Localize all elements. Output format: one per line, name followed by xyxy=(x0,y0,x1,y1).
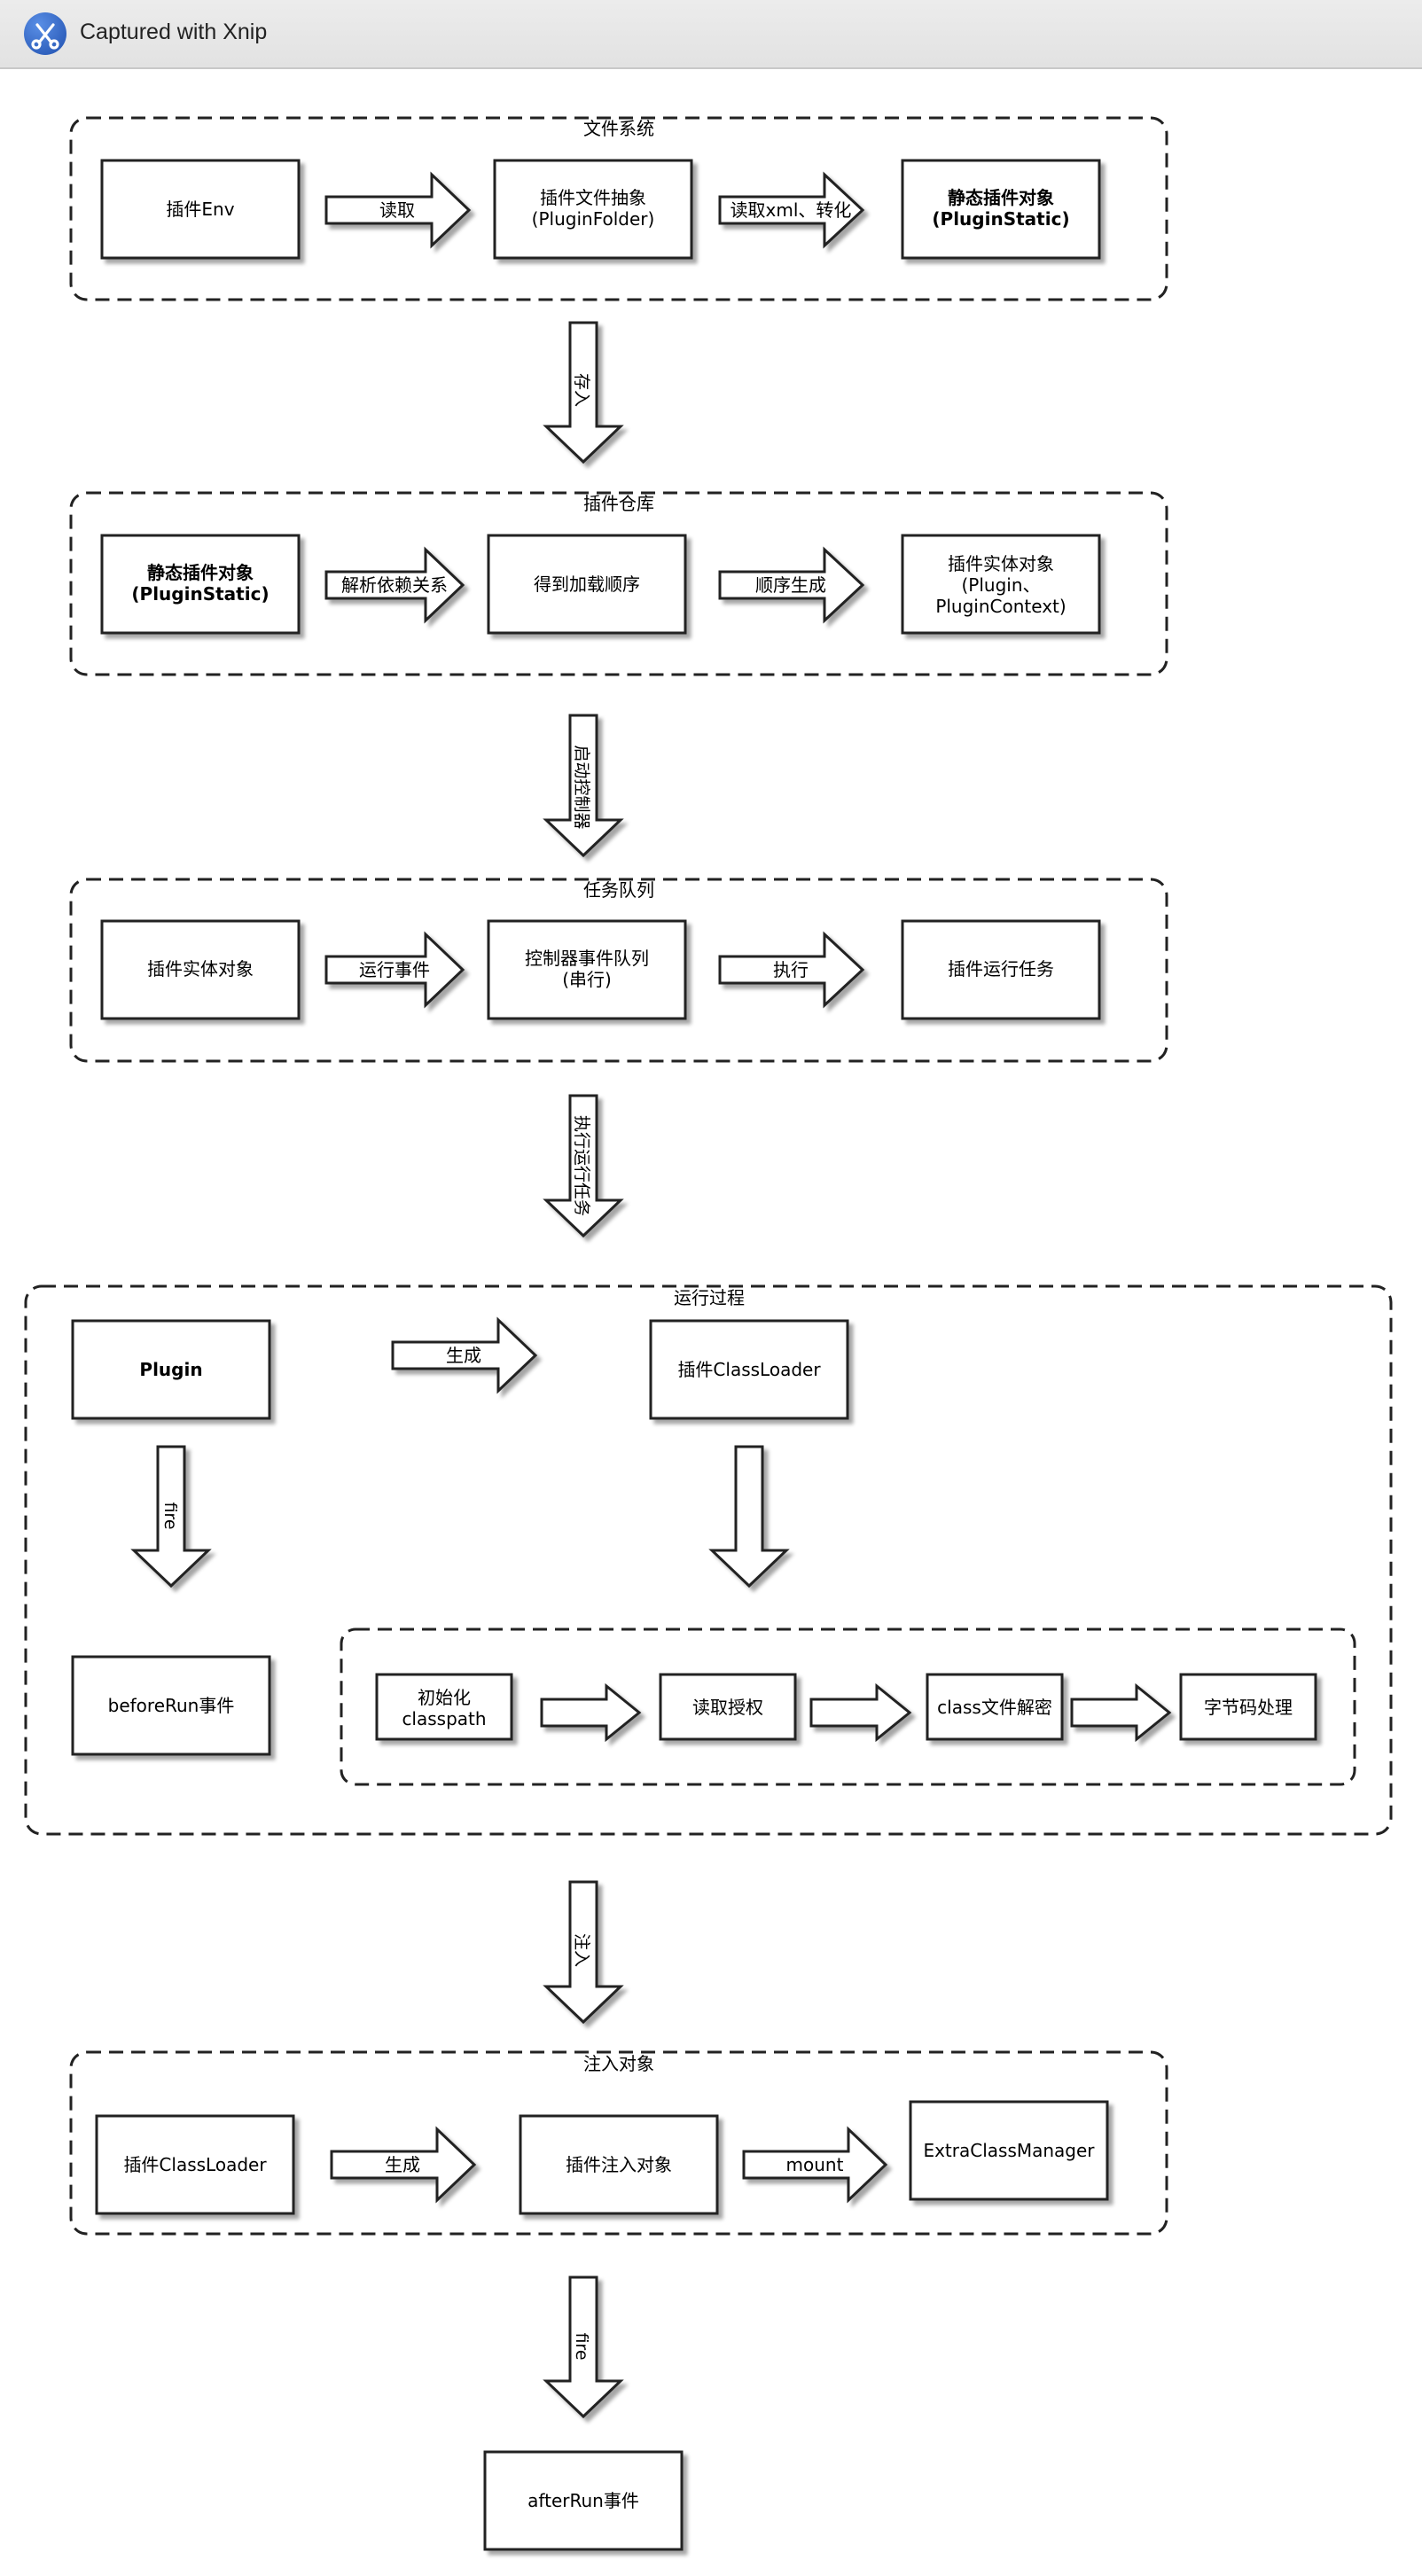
box-plugin-classloader-a xyxy=(649,1319,849,1420)
arrow-execute xyxy=(718,931,865,1009)
group-task-queue xyxy=(69,878,1168,1063)
arrow-fire-after-run-label: fire xyxy=(572,2332,591,2360)
arrow-mount xyxy=(742,2126,888,2204)
arrow-fire-before-run xyxy=(130,1445,212,1589)
arrow-exec-run-task-label: 执行运行任务 xyxy=(572,1115,591,1216)
arrow-run-event xyxy=(324,931,465,1009)
arrow-step-3 xyxy=(1070,1682,1172,1743)
box-plugin xyxy=(71,1319,271,1420)
box-static-object-a-label-line2: (PluginStatic) xyxy=(932,208,1069,230)
box-plugin-env-label: 插件Env xyxy=(166,199,234,220)
arrow-execute-label: 执行 xyxy=(773,959,809,980)
box-bytecode-label: 字节码处理 xyxy=(1204,1697,1293,1718)
arrow-step-2 xyxy=(809,1682,912,1743)
group-inject-object xyxy=(69,2050,1168,2236)
box-init-classpath-label-line2: classpath xyxy=(402,1708,486,1729)
box-plugin-label: Plugin xyxy=(139,1359,202,1380)
arrow-generate-classloader xyxy=(391,1316,538,1394)
box-controller-queue-label-line2: (串行) xyxy=(562,969,612,990)
box-entity-object xyxy=(100,919,301,1020)
arrow-inject-label: 注入 xyxy=(572,1933,591,1967)
arrow-store xyxy=(543,321,624,464)
arrow-generate-inject-label: 生成 xyxy=(385,2154,420,2175)
arrow-inject xyxy=(543,1880,624,2025)
box-before-run-event-label: beforeRun事件 xyxy=(108,1695,235,1716)
box-read-auth xyxy=(659,1673,797,1741)
arrow-parse-deps xyxy=(324,546,465,624)
box-class-decrypt-label: class文件解密 xyxy=(937,1697,1052,1718)
arrow-read-label: 读取 xyxy=(379,199,415,221)
group-run-process xyxy=(24,1284,1393,1836)
box-read-auth-label: 读取授权 xyxy=(692,1697,763,1718)
box-static-object-b xyxy=(100,534,301,635)
box-plugin-classloader-b-label: 插件ClassLoader xyxy=(123,2154,267,2175)
box-static-object-b-label-line2: (PluginStatic) xyxy=(131,583,269,605)
box-class-decrypt xyxy=(926,1673,1064,1741)
box-static-object-b-label-line1: 静态插件对象 xyxy=(147,562,254,583)
box-plugin-folder xyxy=(493,159,693,260)
xnip-scissors-icon xyxy=(24,12,66,55)
arrow-start-controller-label: 启动控制器 xyxy=(572,745,591,829)
box-plugin-folder-label-line1: 插件文件抽象 xyxy=(540,187,646,208)
box-init-classpath xyxy=(375,1673,513,1741)
box-after-run-event xyxy=(483,2450,684,2551)
group-label-file-system: 文件系统 xyxy=(583,118,654,139)
box-before-run-event xyxy=(71,1655,271,1756)
arrow-generate-inject xyxy=(330,2126,477,2204)
window-title: Captured with Xnip xyxy=(80,20,268,44)
box-run-task xyxy=(901,919,1101,1020)
box-static-object-a-label-line1: 静态插件对象 xyxy=(948,187,1054,208)
arrow-order-gen-label: 顺序生成 xyxy=(755,574,826,596)
arrow-parse-deps-label: 解析依赖关系 xyxy=(341,574,448,596)
arrow-fire-after-run xyxy=(543,2275,624,2419)
group-label-plugin-repo: 插件仓库 xyxy=(583,493,654,514)
group-label-task-queue: 任务队列 xyxy=(583,879,654,901)
arrow-run-event-label: 运行事件 xyxy=(359,959,430,980)
box-controller-queue-label-line1: 控制器事件队列 xyxy=(525,948,649,969)
arrow-mount-label: mount xyxy=(786,2154,844,2175)
group-file-system xyxy=(69,116,1168,301)
group-label-run-process: 运行过程 xyxy=(674,1287,745,1308)
group-classloader-steps xyxy=(340,1628,1356,1786)
arrow-read-xml-label: 读取xml、转化 xyxy=(731,199,852,221)
box-plugin-entity-label-line3: PluginContext) xyxy=(935,596,1066,617)
box-load-order xyxy=(487,534,687,635)
box-plugin-entity-label-line1: 插件实体对象 xyxy=(948,553,1054,574)
window-titlebar: Captured with Xnip xyxy=(0,0,1422,69)
box-plugin-env xyxy=(100,159,301,260)
box-extra-class-manager xyxy=(909,2100,1109,2201)
box-controller-queue xyxy=(487,919,687,1020)
arrow-read-xml xyxy=(718,171,865,249)
box-extra-class-manager-label: ExtraClassManager xyxy=(923,2140,1095,2161)
group-plugin-repo xyxy=(69,491,1168,676)
arrow-generate-classloader-label: 生成 xyxy=(446,1345,481,1366)
arrow-start-controller xyxy=(543,714,624,858)
box-entity-object-label: 插件实体对象 xyxy=(147,958,254,980)
arrow-read xyxy=(324,171,472,249)
box-inject-object xyxy=(519,2114,719,2215)
group-label-inject-object: 注入对象 xyxy=(583,2053,654,2074)
box-plugin-classloader-b xyxy=(95,2114,295,2215)
arrow-step-1 xyxy=(540,1682,642,1743)
box-plugin-classloader-a-label: 插件ClassLoader xyxy=(677,1359,821,1380)
box-inject-object-label: 插件注入对象 xyxy=(566,2154,672,2175)
arrow-exec-run-task xyxy=(543,1094,624,1238)
arrow-classloader-down xyxy=(708,1445,790,1589)
box-init-classpath-label-line1: 初始化 xyxy=(418,1687,471,1708)
box-plugin-entity xyxy=(901,534,1101,635)
box-static-object-a xyxy=(901,159,1101,260)
box-bytecode xyxy=(1179,1673,1317,1741)
arrow-order-gen xyxy=(718,546,865,624)
box-after-run-event-label: afterRun事件 xyxy=(527,2490,639,2511)
box-load-order-label: 得到加载顺序 xyxy=(534,574,640,595)
arrow-fire-before-run-label: fire xyxy=(160,1502,180,1529)
box-plugin-folder-label-line2: (PluginFolder) xyxy=(532,208,655,230)
box-run-task-label: 插件运行任务 xyxy=(948,958,1054,980)
box-plugin-entity-label-line2: (Plugin、 xyxy=(961,574,1040,596)
arrow-store-label: 存入 xyxy=(572,373,591,407)
